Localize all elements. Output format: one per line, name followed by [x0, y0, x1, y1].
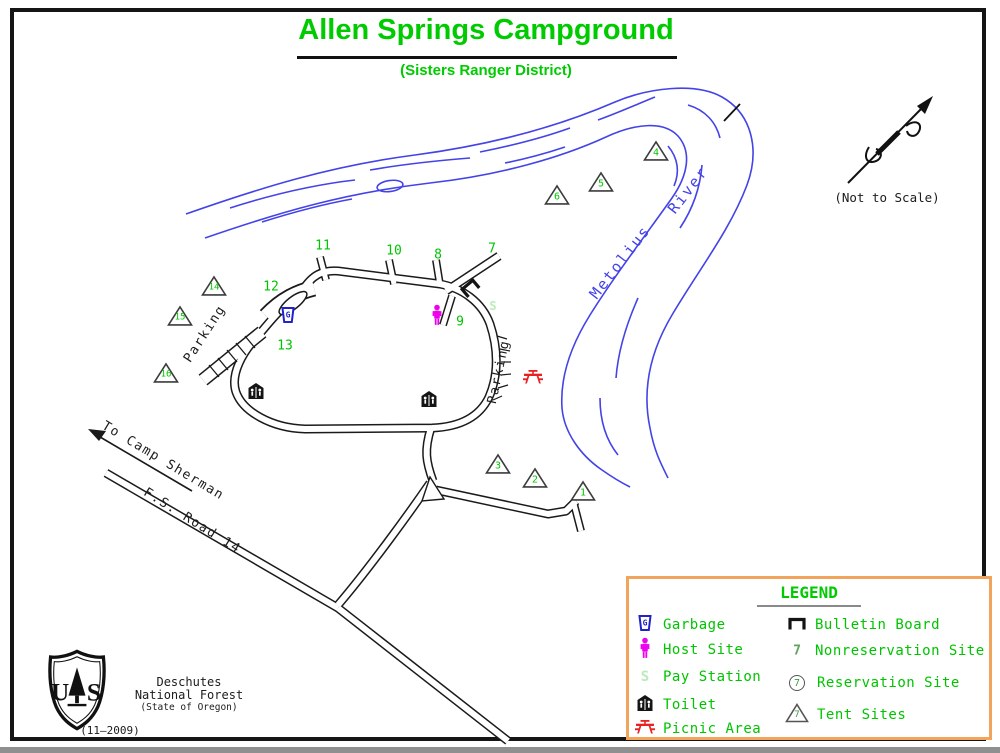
reservation-site-marker: 7 — [789, 675, 805, 691]
tent-triangle-icon — [570, 480, 596, 501]
tent-triangle-icon: 7 — [785, 703, 809, 727]
legend-label: Picnic Area — [663, 721, 762, 737]
tent-site-number: 6 — [553, 191, 561, 203]
site-number-7: 7 — [488, 241, 496, 257]
agency-name: Deschutes National Forest (State of Oreg… — [132, 675, 246, 714]
picnic-area-icon — [523, 370, 543, 389]
tent-site-marker-4: 4 — [643, 140, 669, 161]
garbage-icon: G — [281, 307, 295, 328]
page-title: Allen Springs Campground — [298, 14, 674, 46]
pay-station-icon: S — [489, 299, 497, 313]
legend-label: Pay Station — [663, 669, 762, 685]
tent-triangle-icon — [544, 184, 570, 205]
tent-site-number: 16 — [160, 369, 172, 380]
tent-site-number: 15 — [174, 312, 186, 323]
map-date: (11—2009) — [80, 724, 140, 737]
tent-site-marker-14: 14 — [201, 275, 227, 296]
agency-line2: National Forest — [134, 688, 244, 702]
tent-triangle-icon — [153, 362, 179, 383]
not-to-scale-caption: (Not to Scale) — [834, 190, 940, 205]
legend-label: Garbage — [663, 617, 726, 633]
tent-triangle-icon — [588, 171, 614, 192]
legend-label: Bulletin Board — [815, 617, 941, 633]
roads-casing — [106, 256, 581, 741]
legend-title: LEGEND — [780, 583, 838, 602]
to-camp-sherman-arrow — [88, 429, 193, 492]
site-number-12: 12 — [263, 279, 279, 295]
tent-site-marker-3: 3 — [485, 453, 511, 474]
metolius-river — [185, 87, 754, 488]
site-number-13: 13 — [277, 338, 293, 354]
site-number-10: 10 — [386, 243, 402, 259]
shield-tree-icon — [68, 667, 86, 696]
tent-triangle-icon — [485, 453, 511, 474]
tent-site-number: 4 — [652, 147, 660, 159]
toilet-icon — [421, 390, 438, 412]
site-number-11: 11 — [315, 238, 331, 254]
host-site-icon — [639, 637, 651, 663]
site-number-8: 8 — [434, 247, 442, 263]
toilet-icon — [637, 694, 654, 716]
tent-site-marker-5: 5 — [588, 171, 614, 192]
tent-site-marker-6: 6 — [544, 184, 570, 205]
junction-island — [420, 475, 446, 502]
north-arrow-icon — [847, 96, 933, 184]
legend-label: Host Site — [663, 642, 744, 658]
roads-surface — [106, 256, 581, 741]
legend-label: Reservation Site — [817, 675, 960, 691]
nonreservation-site-marker: 7 — [793, 643, 801, 659]
legend-title-underline — [757, 605, 861, 607]
garbage-icon: G — [638, 615, 652, 636]
page-subtitle: (Sisters Ranger District) — [400, 62, 572, 79]
svg-text:G: G — [286, 311, 291, 320]
page-border — [10, 8, 986, 741]
tent-site-number: 2 — [531, 474, 539, 486]
title-underline — [297, 56, 677, 59]
tent-site-marker-15: 15 — [167, 305, 193, 326]
parking-hatches-right — [492, 335, 512, 401]
legend-label: Tent Sites — [817, 707, 907, 723]
tent-triangle-icon — [201, 275, 227, 296]
tent-site-number: 5 — [597, 178, 605, 190]
tent-site-number: 14 — [208, 282, 220, 293]
legend-label: Nonreservation Site — [815, 643, 985, 659]
site-number-9: 9 — [456, 314, 464, 330]
tent-site-marker-16: 16 — [153, 362, 179, 383]
toilet-icon — [248, 382, 265, 404]
tent-site-number: 3 — [494, 460, 502, 472]
tent-triangle-icon — [167, 305, 193, 326]
shield-letter-s: S — [87, 677, 101, 706]
legend-label: Toilet — [663, 697, 717, 713]
agency-line1: Deschutes — [156, 675, 222, 689]
shield-letter-u: U — [51, 677, 69, 706]
tent-triangle-icon — [522, 467, 548, 488]
svg-text:G: G — [643, 619, 648, 628]
host-site-icon — [431, 304, 443, 330]
bulletin-board-icon — [457, 275, 485, 302]
tent-site-marker-1: 1 — [570, 480, 596, 501]
tent-site-marker-2: 2 — [522, 467, 548, 488]
tent-triangle-icon — [643, 140, 669, 161]
parking-hatches-left — [208, 335, 256, 378]
agency-line3: (State of Oregon) — [140, 702, 238, 713]
bulletin-board-icon — [787, 616, 807, 635]
usfs-shield-logo: U S — [48, 649, 106, 731]
pay-station-icon: S — [640, 669, 650, 685]
legend-panel: LEGEND G Garbage Host Site S Pay Station… — [626, 576, 992, 740]
tent-site-number: 1 — [579, 487, 587, 499]
river-tick-mark — [723, 103, 741, 122]
picnic-area-icon — [635, 720, 655, 739]
